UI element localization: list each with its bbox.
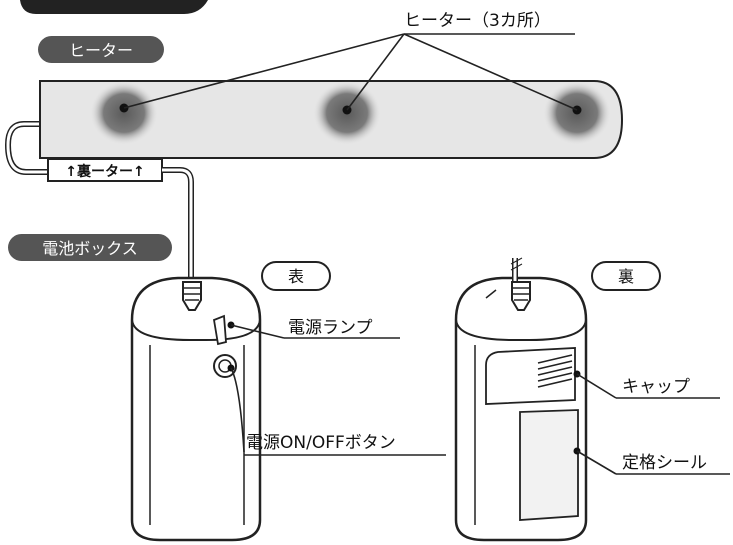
svg-text:裏: 裏 xyxy=(618,267,634,286)
front-label: 表 xyxy=(261,261,331,291)
cap-panel xyxy=(485,347,576,405)
power-lamp-label: 電源ランプ xyxy=(288,318,373,338)
battery-box-front xyxy=(130,276,262,542)
heater-points-label: ヒーター（3カ所） xyxy=(404,11,551,31)
rating-seal xyxy=(519,409,579,521)
cap-grip xyxy=(537,354,573,388)
battery-section-pill: 電池ボックス xyxy=(8,234,172,261)
battery-cable xyxy=(162,167,194,282)
top-tab xyxy=(20,0,208,14)
battery-box-back xyxy=(454,257,588,542)
battery-section-label: 電池ボックス xyxy=(42,239,138,258)
heater-section-label: ヒーター xyxy=(69,41,133,60)
back-label: 裏 xyxy=(591,261,661,291)
cap-label: キャップ xyxy=(622,377,690,397)
power-lamp xyxy=(212,314,227,346)
cable-tag: ↑裏ーター↑ xyxy=(47,158,163,182)
power-button-label: 電源ON/OFFボタン xyxy=(246,433,396,453)
rating-seal-label: 定格シール xyxy=(622,453,707,473)
power-button[interactable] xyxy=(213,354,237,378)
heater-section-pill: ヒーター xyxy=(38,36,164,63)
svg-text:表: 表 xyxy=(288,267,304,286)
cable-tag-label: ↑裏ーター↑ xyxy=(65,163,144,180)
heater-spot-1 xyxy=(90,81,158,145)
